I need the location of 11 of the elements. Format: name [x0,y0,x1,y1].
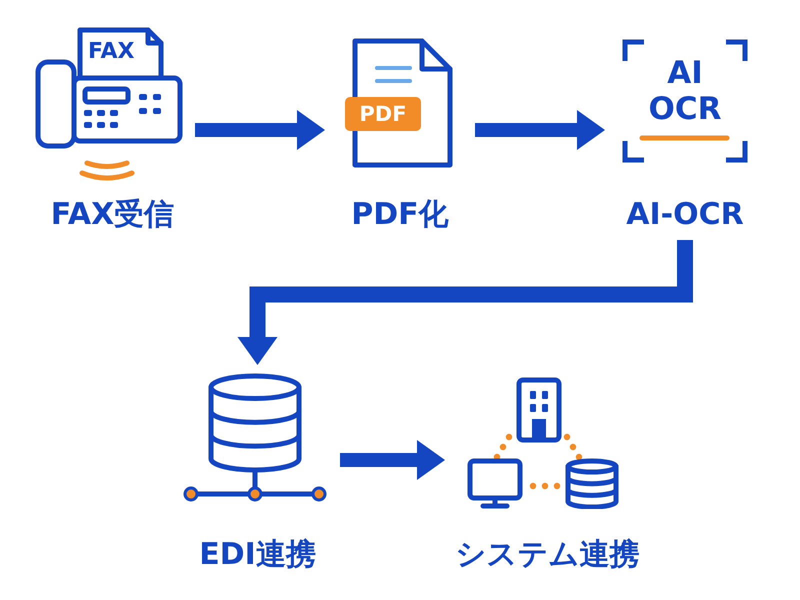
step-label: EDI連携 [199,536,316,574]
step-label: FAX受信 [50,196,174,234]
step-label: AI-OCR [626,196,744,234]
arrow [195,110,325,150]
pdf-badge: PDF [345,97,421,131]
arrow [475,110,605,150]
arrow [340,440,445,480]
step-label: PDF化 [351,196,449,234]
ocr-text: AI OCR [648,55,722,127]
step-label: システム連携 [456,536,640,574]
fax-text: FAX [88,39,134,65]
